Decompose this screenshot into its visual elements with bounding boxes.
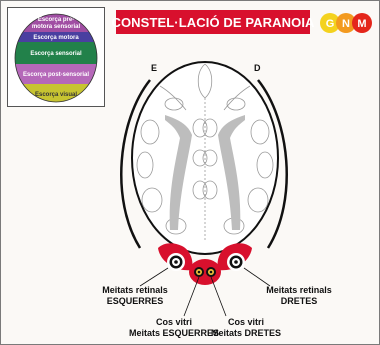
label-retinal-left-line2: ESQUERRES (106, 296, 164, 306)
ventricle-right (218, 115, 245, 230)
label-vitreous-right-line1: Cos vitri (227, 317, 264, 327)
ventricle-left (165, 115, 192, 230)
side-right-label: D (254, 63, 261, 73)
logo-letter-g: G (326, 18, 335, 30)
target-vitreous-left (194, 267, 204, 277)
brain-map-thumbnail: Escorça pre- motora sensorial Escorça mo… (7, 7, 105, 107)
label-vitreous-left-line1: Cos vitri (155, 317, 192, 327)
region-motor-label: Escorça motora (33, 35, 79, 41)
vitreous-area (189, 259, 221, 285)
label-retinal-right-line1: Meitats retinals (266, 285, 332, 295)
side-left-label: E (151, 63, 158, 73)
region-premotor-label-2: motora sensorial (32, 24, 81, 30)
page-title: CONSTEL·LACIÓ DE PARANOIA (111, 10, 314, 34)
leader-left-retinal (139, 267, 169, 287)
label-retinal-right: Meitats retinals DRETES (254, 285, 344, 307)
label-retinal-left: Meitats retinals ESQUERRES (90, 285, 180, 307)
leader-left-vitreous (183, 276, 200, 317)
label-vitreous-right-line2: Meitats DRETES (210, 328, 281, 338)
region-visual-label: Escorça visual (35, 92, 77, 98)
target-left-retinal (167, 253, 185, 271)
skull-left-arc (120, 79, 151, 249)
logo-letter-n: N (342, 18, 350, 30)
brain-gyri (136, 63, 274, 240)
target-right-retinal (227, 253, 245, 271)
label-vitreous-left-line2: Meitats ESQUERRES (128, 328, 220, 338)
target-vitreous-right (206, 267, 216, 277)
gnm-logo: G N M (320, 13, 372, 33)
leader-right-vitreous (210, 276, 227, 317)
skull-right-arc (257, 79, 288, 249)
region-premotor-label: Escorça pre- (38, 17, 74, 23)
leader-right-retinal (243, 267, 271, 287)
logo-letter-m: M (357, 18, 366, 30)
label-vitreous-right: Cos vitri Meitats DRETES (196, 317, 296, 339)
region-sensory-label: Escorça sensorial (30, 51, 82, 57)
label-retinal-right-line2: DRETES (280, 296, 318, 306)
label-vitreous-left: Cos vitri Meitats ESQUERRES (124, 317, 224, 339)
region-post-sensory-label: Escorça post-sensorial (23, 72, 89, 78)
brain-map-svg: Escorça pre- motora sensorial Escorça mo… (14, 13, 98, 103)
label-retinal-left-line1: Meitats retinals (102, 285, 168, 295)
